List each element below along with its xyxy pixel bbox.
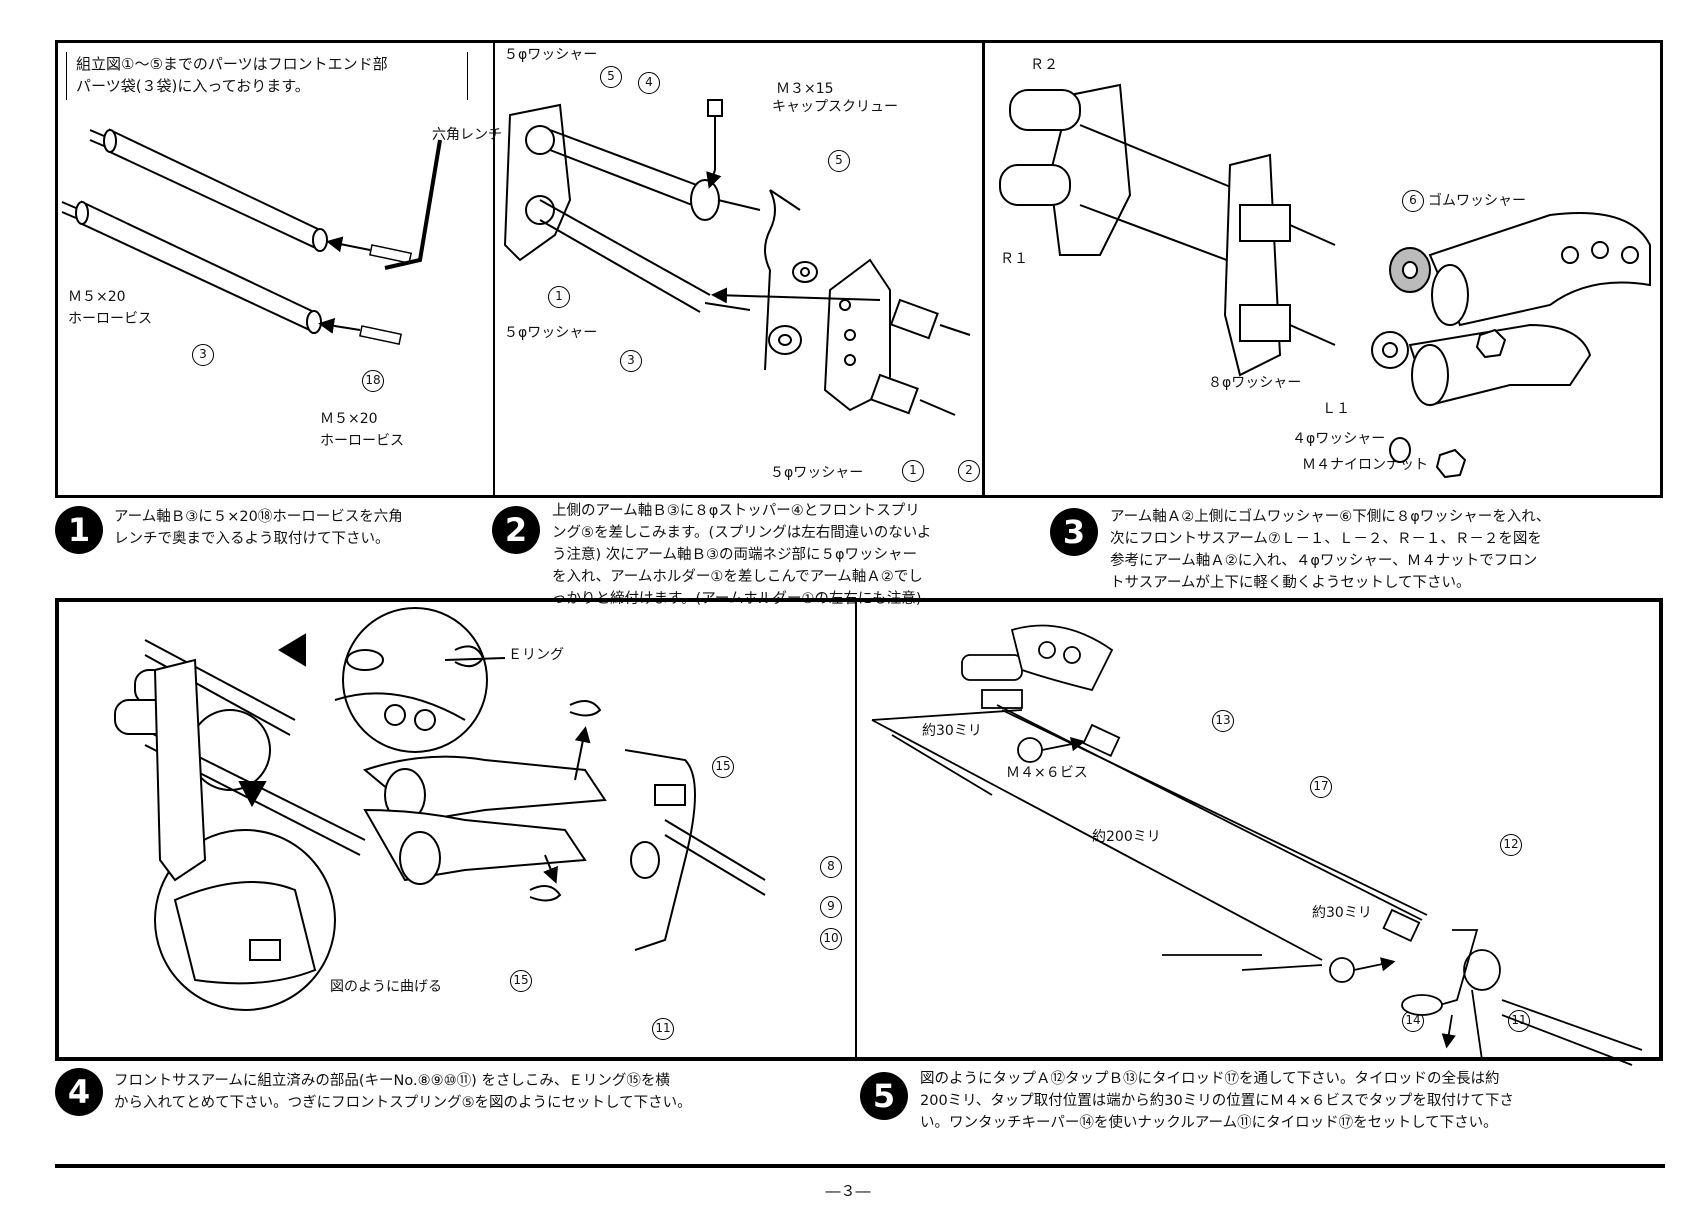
p2-part-4: 4: [638, 72, 660, 94]
hex-wrench-label: 六角レンチ: [432, 127, 502, 143]
p2-part-1a: 1: [548, 286, 570, 308]
len-200-label: 約200ミリ: [1092, 829, 1161, 845]
p4-part-15a: 15: [712, 756, 734, 778]
page-number: ―３―: [825, 1182, 871, 1200]
screw-b-size: Ｍ５×20: [320, 411, 378, 427]
part-18-callout: 18: [362, 370, 384, 392]
step-5-badge: 5: [860, 1072, 908, 1120]
panel2-drawing: [503, 99, 971, 416]
p2-part-1b: 1: [902, 460, 924, 482]
len-30-bottom-label: 約30ミリ: [1312, 905, 1372, 921]
step-1-text: アーム軸Ｂ③に５×20⑱ホーロービスを六角 レンチで奥まで入るよう取付けて下さい…: [114, 509, 403, 547]
p2-part-2: 2: [958, 460, 980, 482]
rubber-washer-callout: 6: [1402, 190, 1424, 212]
r1-label: Ｒ１: [1000, 251, 1028, 267]
panel5-drawing: [871, 624, 1643, 1066]
p4-part-15b: 15: [510, 970, 532, 992]
bend-instruction-label: 図のように曲げる: [330, 979, 442, 995]
p2-part-3: 3: [620, 350, 642, 372]
washer-top-label: ５φワッシャー: [504, 47, 598, 63]
m4-screw-label: Ｍ４×６ビス: [1006, 765, 1088, 781]
e-ring-label: Ｅリング: [508, 647, 564, 663]
washer-mid-label: ５φワッシャー: [504, 325, 598, 341]
step-5-text: 図のようにタップＡ⑫タップＢ⑬にタイロッド⑰を通して下さい。タイロッドの全長は約…: [920, 1071, 1514, 1131]
step-4-badge: 4: [55, 1068, 103, 1116]
panel3-drawing: [999, 83, 1651, 479]
p5-part-17: 17: [1310, 776, 1332, 798]
step-1-badge: 1: [55, 506, 103, 554]
r2-label: Ｒ２: [1030, 57, 1058, 73]
note-bracket: [66, 52, 468, 100]
panel4-drawing: [114, 607, 766, 1011]
top-illustration-frame: [55, 40, 1663, 498]
washer8-label: ８φワッシャー: [1208, 375, 1302, 391]
p2-part-5b: 5: [828, 150, 850, 172]
parts-bag-note: 組立図①～⑤までのパーツはフロントエンド部 パーツ袋(３袋)に入っております。: [76, 55, 388, 95]
p4-part-11: 11: [652, 1018, 674, 1040]
footer-rule: [55, 1164, 1665, 1168]
step-3-badge: 3: [1050, 508, 1098, 556]
step-2-text: 上側のアーム軸Ｂ③に８φストッパー④とフロントスプリ ング⑤を差しこみます。(ス…: [552, 503, 932, 607]
p4-part-9: 9: [820, 896, 842, 918]
part-3-callout: 3: [192, 344, 214, 366]
washer4-label: ４φワッシャー: [1292, 431, 1386, 447]
step-3-text: アーム軸Ａ②上側にゴムワッシャー⑥下側に８φワッシャーを入れ、 次にフロントサス…: [1110, 509, 1551, 591]
p5-part-13: 13: [1212, 710, 1234, 732]
step-4-text: フロントサスアームに組立済みの部品(キーNo.⑧⑨⑩⑪) をさしこみ、Ｅリング⑮…: [114, 1073, 692, 1111]
bottom-illustration-frame: [55, 598, 1663, 1061]
len-30-top-label: 約30ミリ: [922, 723, 982, 739]
top-divider-1: [493, 40, 495, 498]
screw-a-size: Ｍ５×20: [68, 289, 126, 305]
cap-screw-name: キャップスクリュー: [772, 99, 898, 115]
p4-part-10: 10: [820, 928, 842, 950]
screw-b-name: ホーロービス: [320, 433, 404, 449]
top-divider-2: [982, 40, 985, 498]
p4-part-8: 8: [820, 856, 842, 878]
panel1-drawing: [61, 128, 442, 345]
step-2-badge: 2: [492, 506, 540, 554]
rubber-washer-label: ゴムワッシャー: [1428, 193, 1526, 209]
cap-screw-size: Ｍ３×15: [776, 81, 834, 97]
p5-part-12: 12: [1500, 834, 1522, 856]
bottom-divider: [855, 598, 857, 1061]
l1-label: Ｌ１: [1322, 401, 1350, 417]
washer-bottom-label: ５φワッシャー: [770, 465, 864, 481]
screw-a-name: ホーロービス: [68, 311, 152, 327]
p2-part-5a: 5: [600, 66, 622, 88]
